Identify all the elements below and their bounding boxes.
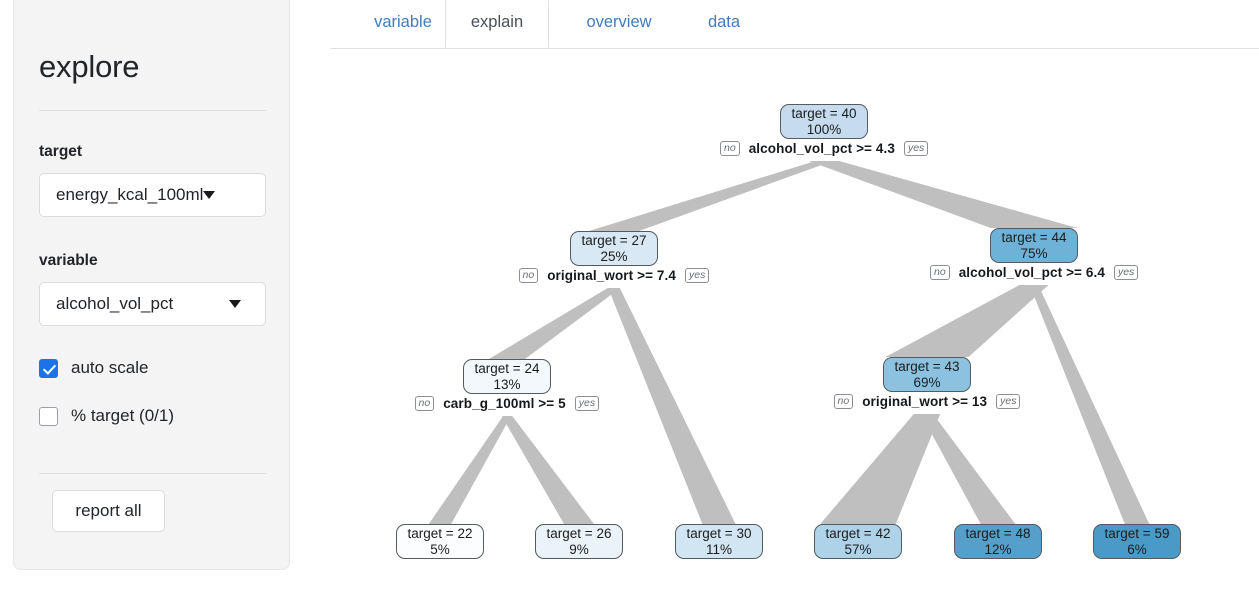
branch-no-badge: no [518,268,539,283]
split-condition-text: original_wort >= 13 [862,394,988,409]
tree-edge-n2-l6 [1029,285,1150,524]
target-label: target [39,143,83,160]
branch-yes-badge: yes [1113,265,1139,280]
tree-edge-n4-l4 [820,414,941,524]
tab-overview[interactable]: overview [586,13,652,31]
explore-sidebar-panel: explore target energy_kcal_100ml variabl… [13,0,290,570]
tree-edge-n3-l2 [501,416,594,524]
tree-node-percent: 57% [844,541,872,557]
tree-split-row-n1: no original_wort >= 7.4 yes [518,268,710,283]
branch-yes-badge: yes [574,396,600,411]
target-select[interactable]: energy_kcal_100ml [39,173,266,217]
tree-node-percent: 25% [600,248,628,264]
chevron-down-icon [229,300,241,308]
tree-split-row-n0: no alcohol_vol_pct >= 4.3 yes [720,141,929,156]
branch-no-badge: no [414,396,435,411]
tree-node-percent: 9% [569,541,589,557]
report-all-button[interactable]: report all [52,490,165,532]
tree-split-row-n3: no carb_g_100ml >= 5 yes [414,396,600,411]
tree-node-target-value: target = 42 [825,525,891,541]
branch-no-badge: no [833,394,854,409]
tree-node-target-value: target = 59 [1104,525,1170,541]
tree-node-percent: 6% [1127,541,1147,557]
branch-yes-badge: yes [684,268,710,283]
branch-no-badge: no [720,141,740,156]
variable-select[interactable]: alcohol_vol_pct [39,282,266,326]
split-condition-text: original_wort >= 7.4 [547,268,676,283]
tree-node-target-value: target = 27 [581,232,647,248]
variable-label: variable [39,252,98,269]
tree-edge-n1-n3 [488,288,621,359]
tree-node-target-value: target = 30 [686,525,752,541]
split-condition-text: carb_g_100ml >= 5 [443,396,566,411]
tree-node-percent: 11% [705,541,733,557]
tree-edge-n0-n2 [808,161,1078,228]
auto-scale-label: auto scale [71,358,149,377]
tree-edge-n0-n1 [589,161,833,231]
pct-target-checkbox-row[interactable]: % target (0/1) [39,406,174,426]
branch-yes-badge: yes [903,141,929,156]
tree-split-row-n4: no original_wort >= 13 yes [833,394,1021,409]
tree-node-percent: 13% [493,376,521,392]
tree-split-row-n2: no alcohol_vol_pct >= 6.4 yes [930,265,1139,280]
sidebar-divider-top [39,110,266,111]
tree-node-percent: 100% [806,121,842,137]
tab-variable[interactable]: variable [374,13,432,31]
tree-edge-layer [428,161,1150,524]
target-select-value: energy_kcal_100ml [56,185,204,204]
tree-node-target-value: target = 44 [1001,229,1067,245]
tree-node-target-value: target = 40 [791,105,857,121]
checkbox-checked-icon[interactable] [39,358,58,378]
tree-node-target-value: target = 26 [546,525,612,541]
chevron-down-icon [203,191,216,199]
auto-scale-checkbox-row[interactable]: auto scale [39,358,149,378]
tree-edge-n4-l5 [920,414,1016,524]
checkbox-unchecked-icon[interactable] [39,406,58,426]
tab-bar: variable explain overview data [330,0,1259,49]
tree-node-percent: 5% [430,541,450,557]
tree-edge-n3-l1 [428,416,511,524]
tree-node-target-value: target = 24 [474,360,540,376]
tree-node-target-value: target = 48 [965,525,1031,541]
tree-node-target-value: target = 43 [894,358,960,374]
tree-node-target-value: target = 22 [407,525,473,541]
split-condition-text: alcohol_vol_pct >= 6.4 [958,265,1105,280]
tree-edge-n1-l3 [608,288,736,524]
tab-data[interactable]: data [707,13,741,31]
tree-node-percent: 69% [913,374,941,390]
branch-no-badge: no [930,265,950,280]
tree-node-percent: 12% [984,541,1012,557]
page-title: explore [39,49,140,84]
branch-yes-badge: yes [996,394,1021,409]
split-condition-text: alcohol_vol_pct >= 4.3 [748,141,895,156]
sidebar-divider-bottom [39,473,266,474]
tree-node-percent: 75% [1020,245,1048,261]
tree-edge-n2-n4 [885,285,1049,357]
variable-select-value: alcohol_vol_pct [56,294,174,313]
pct-target-label: % target (0/1) [71,406,174,425]
tab-explain[interactable]: explain [445,0,549,48]
